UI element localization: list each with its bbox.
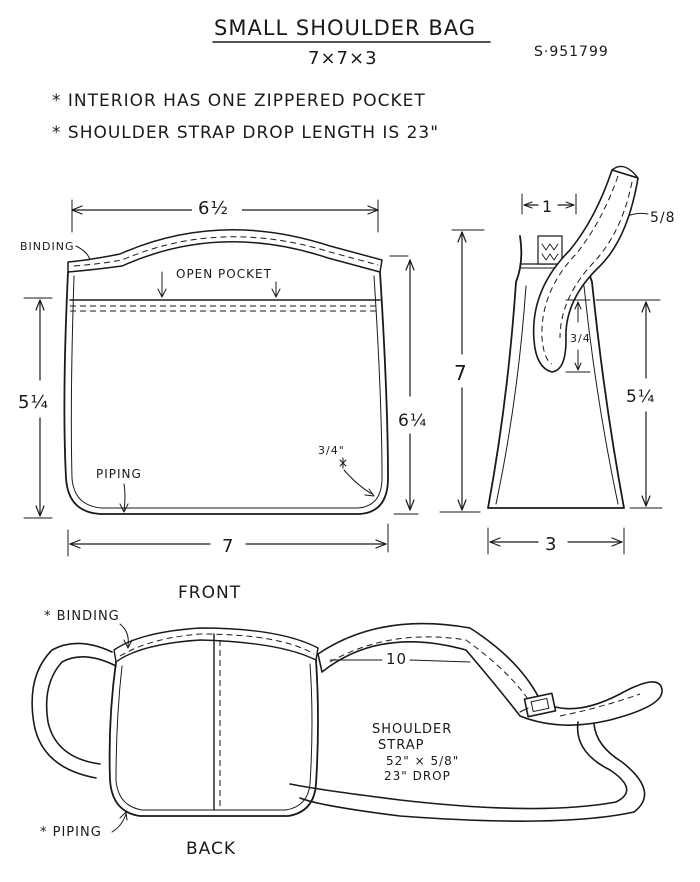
side-view: 1 5/8 3/4 7 — [439, 165, 676, 555]
strap-note-line1: SHOULDER — [372, 722, 452, 737]
back-panel-outline — [108, 659, 319, 817]
back-binding — [113, 627, 319, 663]
label-open-pocket: OPEN POCKET — [176, 267, 272, 281]
dim-pocket-height: 5¼ — [626, 387, 655, 407]
label-strap-drop-marker: 10 — [386, 650, 407, 668]
label-front-view: FRONT — [178, 583, 241, 603]
strap-buckle — [523, 692, 557, 718]
strap-note-line2: STRAP — [378, 738, 424, 753]
back-view: * BINDING 10 SHOULDER STRAP 52" × 5/8" 2… — [31, 609, 663, 859]
dim-front-bottom-width: 7 — [222, 536, 234, 557]
dim-strap-gap: 1 — [542, 197, 553, 216]
dim-front-right-height: 6¼ — [398, 411, 427, 431]
back-strap-main — [317, 622, 663, 726]
dim-front-left-height: 5¼ — [18, 392, 49, 413]
dim-strap-width: 5/8 — [650, 210, 676, 226]
side-gusset-outline — [487, 235, 625, 509]
pattern-title: SMALL SHOULDER BAG — [214, 16, 476, 40]
pattern-size: 7×7×3 — [308, 48, 378, 69]
label-piping-back: * PIPING — [40, 825, 102, 840]
front-panel-outline — [63, 271, 389, 515]
strap-note-line3: 52" × 5/8" — [386, 754, 459, 768]
note-interior-pocket: * INTERIOR HAS ONE ZIPPERED POCKET — [52, 91, 426, 111]
strap-tab — [537, 235, 563, 265]
front-view: 6½ BINDING OPEN POCKET 5¼ 6¼ PIPIN — [18, 196, 427, 603]
dim-depth: 3 — [545, 534, 557, 555]
binding-strip — [67, 229, 383, 273]
dim-total-height: 7 — [454, 361, 468, 385]
label-back-view: BACK — [186, 839, 236, 859]
note-strap-drop: * SHOULDER STRAP DROP LENGTH IS 23" — [52, 123, 439, 143]
label-binding-front: BINDING — [20, 240, 75, 253]
strap-note-line4: 23" DROP — [384, 769, 451, 783]
catalog-number: S·951799 — [534, 44, 609, 60]
back-strap-left — [31, 642, 117, 779]
dim-top-width: 6½ — [198, 198, 229, 219]
label-corner-radius: 3/4" — [318, 444, 345, 457]
label-piping-front: PIPING — [96, 467, 142, 481]
dim-tab-height: 3/4 — [570, 332, 591, 345]
label-binding-back: * BINDING — [44, 609, 120, 624]
